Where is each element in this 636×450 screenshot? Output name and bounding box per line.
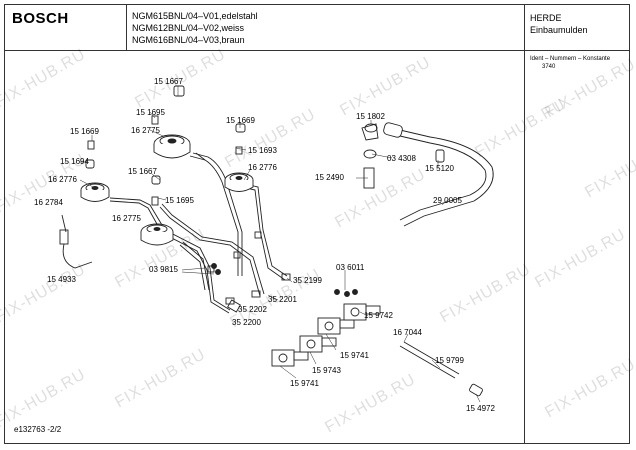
nozzle-parts [59, 85, 246, 269]
gas-tap [343, 303, 381, 321]
model-line-3: NGM616BNL/04–V03,braun [132, 35, 245, 45]
part-label: 16 2775 [131, 126, 160, 135]
part-label: 15 1694 [60, 157, 89, 166]
burner-right [224, 172, 254, 192]
clip [207, 265, 215, 273]
part-label: 35 2201 [268, 295, 297, 304]
leader-lines [79, 86, 481, 403]
part-label: 15 1695 [165, 196, 194, 205]
burner-left [80, 182, 110, 202]
ident-block: Ident – Nummern – Konstante 3740 [530, 55, 610, 71]
part-label: 15 1669 [226, 116, 255, 125]
part-label: 15 1695 [136, 108, 165, 117]
header-divider-v1 [126, 4, 127, 50]
part-label: 15 9799 [435, 356, 464, 365]
brand-logo: BOSCH [12, 10, 69, 27]
pipe-nut [251, 290, 261, 298]
clip [254, 231, 262, 239]
footer-code: e132763 -2/2 [14, 425, 62, 434]
gas-tap [317, 317, 355, 335]
category-line-1: HERDE [530, 13, 562, 23]
part-label: 16 2776 [248, 163, 277, 172]
burner-front [140, 223, 174, 246]
part-label: 15 4933 [47, 275, 76, 284]
part-label: 03 4308 [387, 154, 416, 163]
part-label: 16 2775 [112, 214, 141, 223]
part-label: 16 2776 [48, 175, 77, 184]
header-divider-v2 [524, 4, 525, 444]
pipe-nut [227, 299, 241, 313]
part-label: 03 6011 [336, 263, 365, 272]
gas-pipe-group [109, 152, 288, 314]
part-label: 15 4972 [466, 404, 495, 413]
part-label: 35 2199 [293, 276, 322, 285]
part-label: 15 5120 [425, 164, 454, 173]
model-list: NGM615BNL/04–V01,edelstahl NGM612BNL/04–… [132, 10, 258, 46]
part-label: 29 0005 [433, 196, 462, 205]
ident-label: Ident – Nummern – Konstante [530, 56, 611, 62]
spark-plug [469, 383, 483, 397]
hose-assembly [361, 122, 494, 227]
part-label: 16 2784 [34, 198, 63, 207]
category-line-2: Einbaumulden [530, 25, 588, 35]
category: HERDE Einbaumulden [530, 12, 588, 36]
model-line-2: NGM612BNL/04–V02,weiss [132, 23, 245, 33]
pipe-nut [281, 273, 291, 281]
part-label: 15 1693 [248, 146, 277, 155]
drawing-frame [4, 4, 630, 444]
gas-tap [271, 349, 309, 367]
part-label: 15 9743 [312, 366, 341, 375]
part-label: 15 2490 [315, 173, 344, 182]
header-divider [4, 50, 630, 51]
part-label: 15 1667 [128, 167, 157, 176]
part-label: 03 9815 [149, 265, 178, 274]
clip [233, 251, 241, 259]
part-label: 15 9741 [340, 351, 369, 360]
thermocouple [399, 345, 456, 379]
ident-value: 3740 [542, 64, 556, 70]
burner-large [153, 134, 191, 159]
part-label: 15 9742 [364, 311, 393, 320]
part-label: 15 1667 [154, 77, 183, 86]
model-line-1: NGM615BNL/04–V01,edelstahl [132, 11, 258, 21]
part-label: 16 7044 [393, 328, 422, 337]
part-label: 15 1802 [356, 112, 385, 121]
part-label: 35 2202 [238, 305, 267, 314]
gas-tap [299, 335, 337, 353]
part-label: 35 2200 [232, 318, 261, 327]
part-label: 15 9741 [290, 379, 319, 388]
part-label: 15 1669 [70, 127, 99, 136]
